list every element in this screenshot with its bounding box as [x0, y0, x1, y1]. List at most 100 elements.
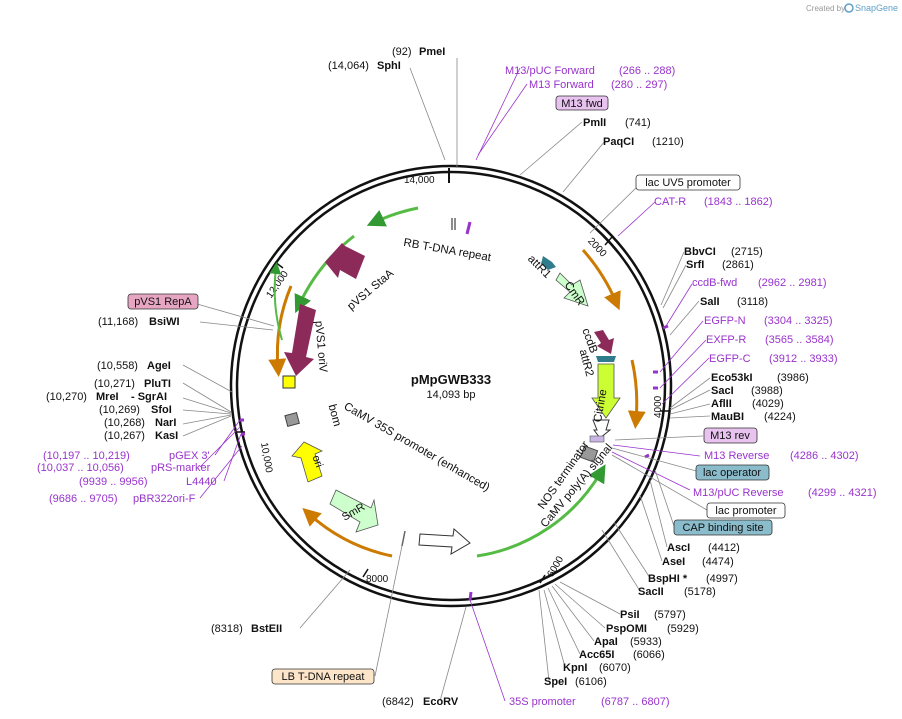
- enzyme-pos-bsteii: (8318): [211, 623, 243, 635]
- primer-name-m13-puc-reverse: M13/pUC Reverse: [693, 487, 783, 499]
- leader-mrei: [182, 397, 232, 414]
- enzyme-pos-maubi: (4224): [764, 411, 796, 423]
- enzyme-name-asci: AscI: [667, 542, 690, 554]
- primer-range-cat-r: (1843 .. 1862): [704, 196, 773, 208]
- feature-label-bom: bom: [326, 403, 343, 428]
- enzyme-pos-pmei: (92): [392, 46, 412, 58]
- leader-pluti: [182, 382, 232, 413]
- enzyme-name-kasi: KasI: [155, 430, 178, 442]
- primer-name-35s: 35S promoter: [509, 696, 576, 708]
- enzyme-name-eco53ki: Eco53kI: [711, 372, 753, 384]
- feature-label-attr1: attR1: [525, 253, 553, 281]
- leader-lines: [182, 58, 711, 702]
- enzyme-pos-bsphi: (4997): [706, 573, 738, 585]
- leader-pmli: [519, 121, 583, 176]
- enzyme-pos-bbvci: (2715): [731, 246, 763, 258]
- primer-name-pgex: pGEX 3': [169, 450, 210, 462]
- enzyme-pos-kasi: (10,267): [104, 430, 145, 442]
- lb-mark: [401, 530, 406, 547]
- enzyme-pos-sali: (3118): [737, 296, 768, 308]
- leader-sphi: [409, 67, 446, 161]
- enzyme-name-pspomi: PspOMI: [606, 623, 647, 635]
- arc-orange-w: [268, 285, 293, 377]
- leader-spei: [538, 589, 550, 682]
- leader-cat-r: [617, 201, 656, 237]
- badge-lac-operator: lac operator: [703, 467, 761, 479]
- enzyme-name-bsteii: BstEII: [251, 623, 282, 635]
- leader-m13-reverse: [612, 444, 701, 457]
- primer-range-35s: (6787 .. 6807): [601, 696, 670, 708]
- tick-label-8000: 8000: [366, 574, 389, 585]
- enzyme-name-paqci: PaqCI: [603, 136, 634, 148]
- enzyme-name-aflii: AflII: [711, 398, 732, 410]
- leader-repa: [189, 301, 275, 327]
- leader-egfp-n: [659, 320, 704, 373]
- leader-m13-rev-badge: [614, 435, 704, 441]
- enzyme-pos-ecorv: (6842): [382, 696, 414, 708]
- primer-name-egfp-n: EGFP-N: [704, 315, 746, 327]
- enzyme-name-nari: NarI: [155, 417, 176, 429]
- enzyme-pos-asci: (4412): [708, 542, 740, 554]
- m13-site-mark: [465, 221, 472, 235]
- leader-lac-uv5: [589, 183, 641, 234]
- snapgene-logo-icon: [844, 3, 854, 13]
- arc-orange-e: [627, 359, 646, 429]
- arc-green-se: [476, 464, 606, 558]
- enzyme-pos-agei: (10,558): [97, 360, 138, 372]
- cmr-arrow: [555, 272, 589, 307]
- leader-sali: [669, 300, 700, 336]
- enzyme-pos-nari: (10,268): [104, 417, 145, 429]
- plasmid-name: pMpGWB333: [411, 372, 491, 387]
- arc-orange-ne: [581, 249, 621, 311]
- primer-name-m13-reverse: M13 Reverse: [704, 450, 769, 462]
- leader-pspomi: [554, 583, 606, 629]
- badge-pvs1-repa-box: [127, 293, 199, 310]
- primer-range-m13-reverse: (4286 .. 4302): [790, 450, 859, 462]
- primer-range-l4440: (9939 .. 9956): [79, 476, 148, 488]
- leader-bbvci: [660, 251, 685, 306]
- badge-lb-repeat: LB T-DNA repeat: [282, 671, 365, 683]
- credit-brand: SnapGene: [855, 3, 898, 13]
- primer-mark-4: [644, 453, 650, 459]
- feature-label-camv: CaMV 35S promoter (enhanced): [342, 401, 492, 495]
- leader-asei: [639, 494, 663, 562]
- badge-pvs1-repa: pVS1 RepA: [134, 296, 192, 308]
- arc-green-w: [269, 262, 283, 341]
- tick-2000: [604, 236, 613, 246]
- leader-m13-puc-fwd: [475, 67, 521, 161]
- enzyme-pos-sfoi: (10,269): [99, 404, 140, 416]
- badge-m13-fwd-box: [555, 95, 609, 111]
- primer-range-prs: (10,037 .. 10,056): [37, 462, 124, 474]
- primer-range-ccdb-fwd: (2962 .. 2981): [758, 277, 827, 289]
- enzyme-name-psii: PsiI: [620, 609, 640, 621]
- leader-lb: [374, 545, 403, 677]
- enzyme-name-sacii: SacII: [638, 586, 664, 598]
- enzyme-pos-eco53ki: (3986): [777, 372, 809, 384]
- staa-arrow: [325, 243, 365, 279]
- snapgene-credit: Created by SnapGene: [806, 3, 898, 13]
- enzyme-name-saci: SacI: [711, 385, 734, 397]
- enzyme-name-sgrai: - SgrAI: [131, 391, 167, 403]
- leader-nari: [182, 414, 232, 425]
- inner-features: [240, 218, 669, 601]
- enzyme-name-sfoi: SfoI: [151, 404, 172, 416]
- lac-hatch: [589, 435, 605, 443]
- badge-lac-promoter-box: [706, 502, 786, 519]
- badge-cap-site-box: [673, 519, 773, 536]
- attr1-mark: [541, 256, 556, 270]
- feature-label-citrine: Citrine: [592, 388, 610, 423]
- ori-arrow: [291, 441, 323, 483]
- leader-35s: [469, 599, 506, 702]
- leader-bsphi: [613, 521, 651, 579]
- leader-paqci: [562, 140, 606, 193]
- nos-box: [579, 445, 599, 463]
- enzyme-name-bsiwi: BsiWI: [149, 316, 180, 328]
- primer-name-m13-fwd: M13 Forward: [529, 79, 594, 91]
- enzyme-pos-apai: (5933): [630, 636, 662, 648]
- badge-lac-operator-box: [695, 464, 770, 481]
- leader-cap-site: [654, 469, 675, 527]
- citrine-arrow: [591, 363, 621, 419]
- enzyme-name-pmli: PmlI: [583, 117, 606, 129]
- leader-exfp-r: [659, 339, 707, 389]
